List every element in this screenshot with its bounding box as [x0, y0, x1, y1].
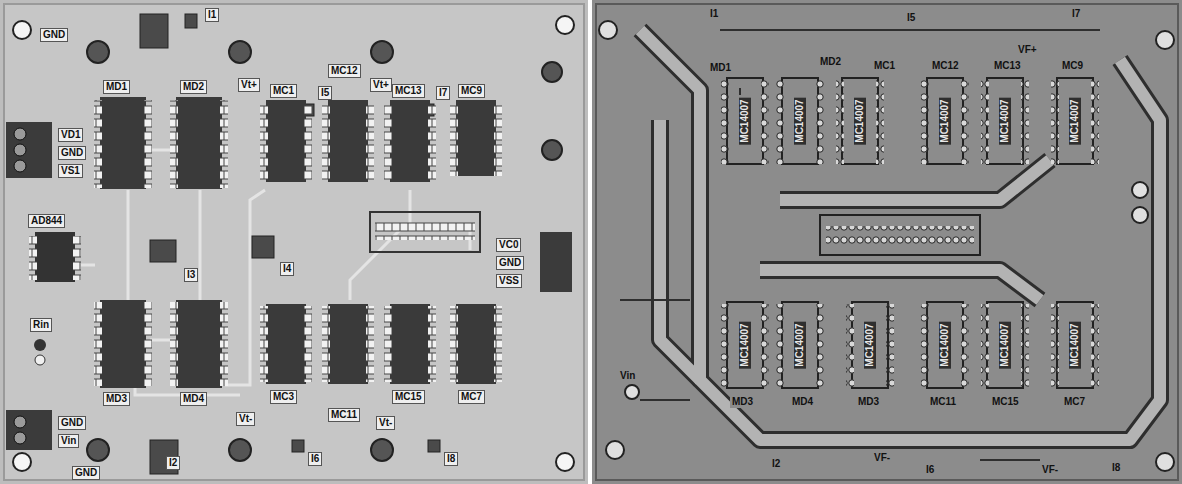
silkscreen-label: MC9	[458, 84, 485, 98]
silkscreen-label: MC1	[270, 84, 297, 98]
silkscreen-label: MC15	[990, 396, 1021, 408]
silkscreen-label: Rin	[30, 318, 52, 332]
silkscreen-label: AD844	[28, 214, 65, 228]
silkscreen-label: MD3	[730, 396, 755, 408]
chip-marking: MC14007	[939, 97, 951, 144]
chip-marking: MC14007	[864, 321, 876, 368]
silkscreen-label: I6	[308, 452, 322, 466]
silkscreen-label: MD2	[818, 56, 843, 68]
chip-marking: MC14007	[794, 97, 806, 144]
silkscreen-label: MC13	[392, 84, 425, 98]
silkscreen-label: GND	[40, 28, 68, 42]
silkscreen-label: I7	[1070, 8, 1082, 20]
silkscreen-label: Vin	[58, 434, 79, 448]
silkscreen-label: MC12	[328, 64, 361, 78]
silkscreen-label: MC9	[1060, 60, 1085, 72]
silkscreen-label: VD1	[58, 128, 83, 142]
silkscreen-label: MD3	[103, 392, 130, 406]
silkscreen-label: I4	[280, 262, 294, 276]
silkscreen-label: VSS	[496, 274, 522, 288]
chip-marking: MC14007	[739, 321, 751, 368]
silkscreen-label: VF-	[1040, 464, 1060, 476]
silkscreen-label: I7	[436, 86, 450, 100]
silkscreen-label: I6	[924, 464, 936, 476]
chip-marking: MC14007	[999, 97, 1011, 144]
silkscreen-label: VS1	[58, 164, 83, 178]
silkscreen-label: MC7	[1062, 396, 1087, 408]
silkscreen-label: MC7	[458, 390, 485, 404]
silkscreen-label: GND	[58, 416, 86, 430]
silkscreen-label: MD1	[708, 62, 733, 74]
silkscreen-label: I1	[205, 8, 219, 22]
silkscreen-label: Vt-	[236, 412, 255, 426]
silkscreen-label: MD3	[856, 396, 881, 408]
silkscreen-label: Vt-	[376, 416, 395, 430]
silkscreen-label: MC1	[872, 60, 897, 72]
chip-marking: MC14007	[939, 321, 951, 368]
silkscreen-label: I8	[1110, 462, 1122, 474]
silkscreen-label: MC15	[392, 390, 425, 404]
chip-marking: MC14007	[794, 321, 806, 368]
silkscreen-label: MC11	[928, 396, 958, 408]
silkscreen-label: GND	[72, 466, 100, 480]
silkscreen-label: MC12	[930, 60, 961, 72]
silkscreen-label: Vt+	[238, 78, 260, 92]
silkscreen-label: Vin	[618, 370, 637, 382]
chip-marking: MC14007	[1069, 97, 1081, 144]
silkscreen-label: I3	[184, 268, 198, 282]
silkscreen-label: MD4	[180, 392, 207, 406]
silkscreen-label: GND	[496, 256, 524, 270]
silkscreen-label: VF-	[872, 452, 892, 464]
silkscreen-label: MD1	[103, 80, 130, 94]
silkscreen-label: I5	[318, 86, 332, 100]
silkscreen-label: I1	[708, 8, 720, 20]
chip-marking: MC14007	[999, 321, 1011, 368]
silkscreen-label: Vt+	[370, 78, 392, 92]
silkscreen-label: VC0	[496, 238, 521, 252]
silkscreen-label: MC13	[992, 60, 1023, 72]
chip-marking: MC14007	[739, 97, 751, 144]
silkscreen-label: I8	[444, 452, 458, 466]
silkscreen-label: I5	[905, 12, 917, 24]
silkscreen-label: VF+	[1016, 44, 1039, 56]
silkscreen-label: I2	[166, 456, 180, 470]
silkscreen-label: MC3	[270, 390, 297, 404]
silkscreen-label: MD2	[180, 80, 207, 94]
silkscreen-label: GND	[58, 146, 86, 160]
chip-marking: MC14007	[854, 97, 866, 144]
silkscreen-label: MC11	[328, 408, 360, 422]
silkscreen-label: I2	[770, 458, 782, 470]
chip-marking: MC14007	[1069, 321, 1081, 368]
silkscreen-label: MD4	[790, 396, 815, 408]
